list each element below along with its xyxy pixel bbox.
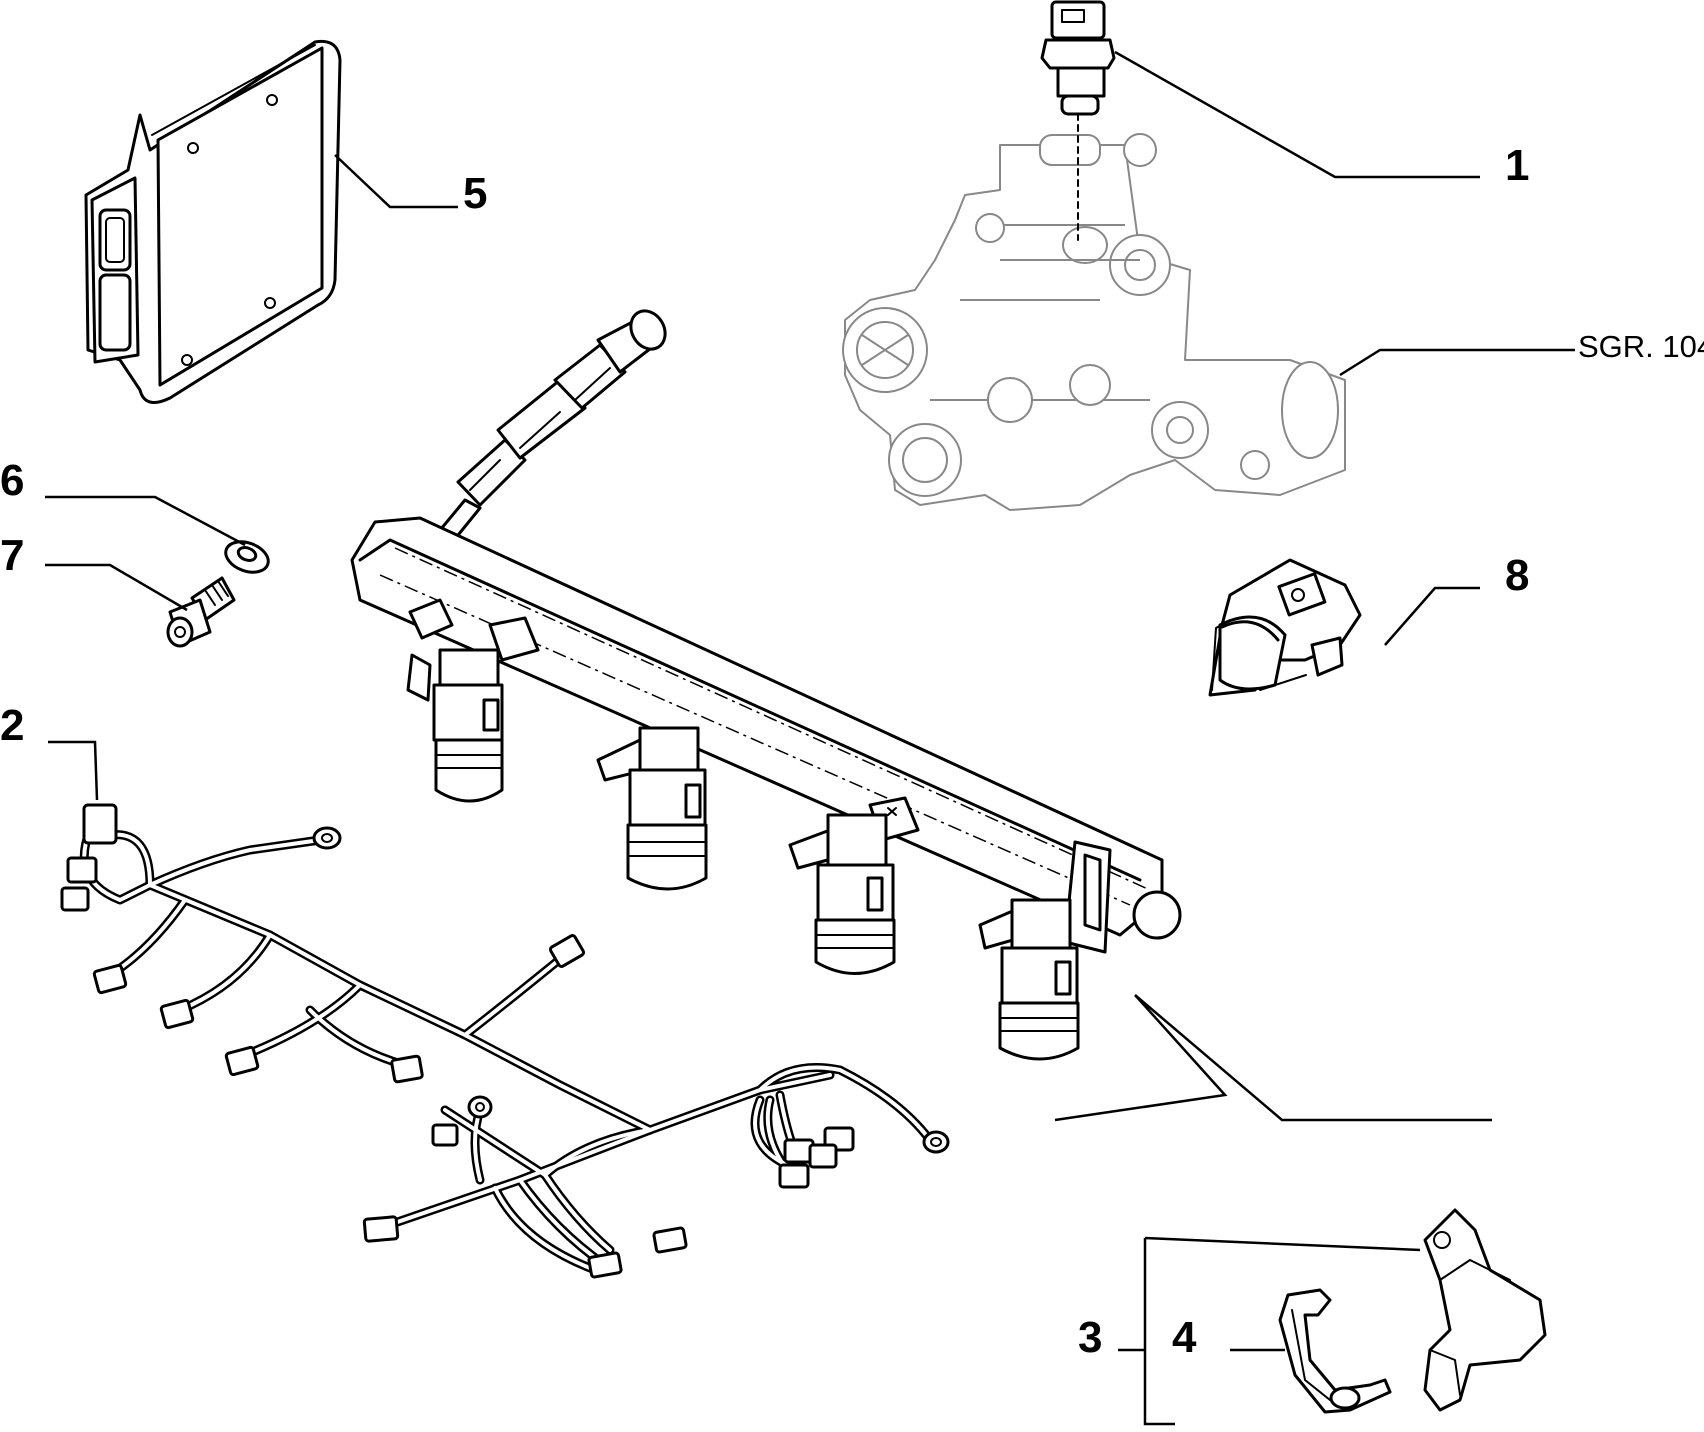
fuel-rail-with-injectors bbox=[350, 309, 1182, 1061]
clip-bracket bbox=[1278, 1288, 1392, 1414]
callout-5: 5 bbox=[463, 169, 487, 218]
callout-4: 4 bbox=[1172, 1313, 1197, 1362]
leader-lines bbox=[45, 50, 1575, 1426]
temperature-sensor bbox=[1040, 0, 1116, 241]
injector bbox=[406, 648, 504, 803]
callout-6: 6 bbox=[0, 456, 24, 505]
callout-1: 1 bbox=[1505, 141, 1529, 190]
bracket bbox=[1423, 1208, 1547, 1412]
thermostat-housing bbox=[842, 133, 1346, 511]
callout-ref: SGR. 10402 bbox=[1578, 329, 1704, 364]
injector bbox=[788, 807, 897, 975]
control-unit bbox=[84, 39, 342, 404]
callout-3: 3 bbox=[1078, 1313, 1102, 1362]
wiring-harness bbox=[60, 803, 950, 1279]
callout-2: 2 bbox=[0, 701, 24, 750]
washer bbox=[224, 540, 270, 574]
callout-7: 7 bbox=[0, 531, 24, 580]
callout-8: 8 bbox=[1505, 551, 1529, 600]
bolt bbox=[166, 576, 236, 648]
injector bbox=[596, 726, 708, 891]
clamp bbox=[1208, 558, 1362, 697]
injector bbox=[978, 898, 1080, 1061]
